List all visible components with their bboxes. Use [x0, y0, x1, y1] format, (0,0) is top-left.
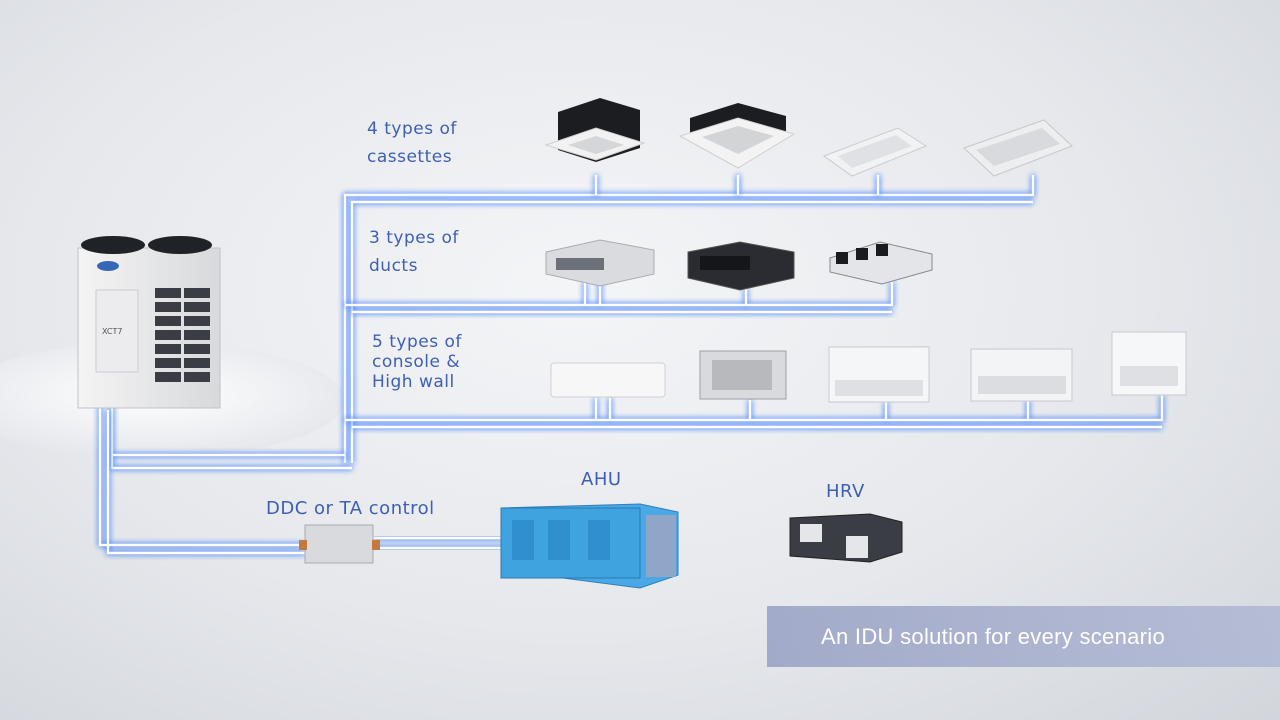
- high-wall-icon: [550, 362, 666, 398]
- ahu-unit-icon: [500, 503, 679, 589]
- console-4-icon: [1111, 331, 1187, 396]
- ducts-label: 3 types of ducts: [369, 224, 459, 280]
- duct-2-icon: [687, 241, 795, 291]
- cassette-3-icon: [822, 127, 928, 177]
- console-label-line-3: High wall: [372, 372, 455, 392]
- ducts-label-line-2: ducts: [369, 256, 418, 276]
- caption-banner: An IDU solution for every scenario: [767, 606, 1280, 667]
- console-label-line-2: console &: [372, 352, 461, 372]
- ducts-label-line-1: 3 types of: [369, 228, 459, 248]
- duct-1-icon: [545, 239, 655, 287]
- ahu-label: AHU: [581, 469, 622, 490]
- cassettes-label-line-2: cassettes: [367, 147, 453, 167]
- console-2-icon: [828, 346, 930, 403]
- cassette-2-icon: [678, 103, 796, 169]
- duct-3-icon: [829, 241, 933, 285]
- cassette-4-icon: [963, 119, 1073, 177]
- console-label: 5 types of console & High wall: [372, 332, 462, 392]
- console-units: [550, 331, 1187, 403]
- hrv-unit-icon: [789, 513, 903, 563]
- cassettes-label-line-1: 4 types of: [367, 119, 457, 139]
- cassette-units: [544, 98, 1073, 177]
- hrv-label: HRV: [826, 481, 865, 502]
- cassette-1-icon: [544, 98, 646, 162]
- refrigerant-pipes: [98, 175, 1164, 555]
- ddc-label: DDC or TA control: [266, 498, 435, 519]
- console-label-line-1: 5 types of: [372, 332, 462, 352]
- outdoor-unit: XCT7: [77, 236, 221, 409]
- console-3-icon: [970, 348, 1073, 402]
- brand-logo-icon: [97, 261, 119, 271]
- cassettes-label: 4 types of cassettes: [367, 115, 457, 171]
- duct-units: [545, 239, 933, 291]
- console-1-icon: [699, 350, 787, 400]
- ddc-control-box-icon: [299, 524, 380, 564]
- model-logo: XCT7: [102, 327, 122, 336]
- caption-text: An IDU solution for every scenario: [821, 623, 1166, 649]
